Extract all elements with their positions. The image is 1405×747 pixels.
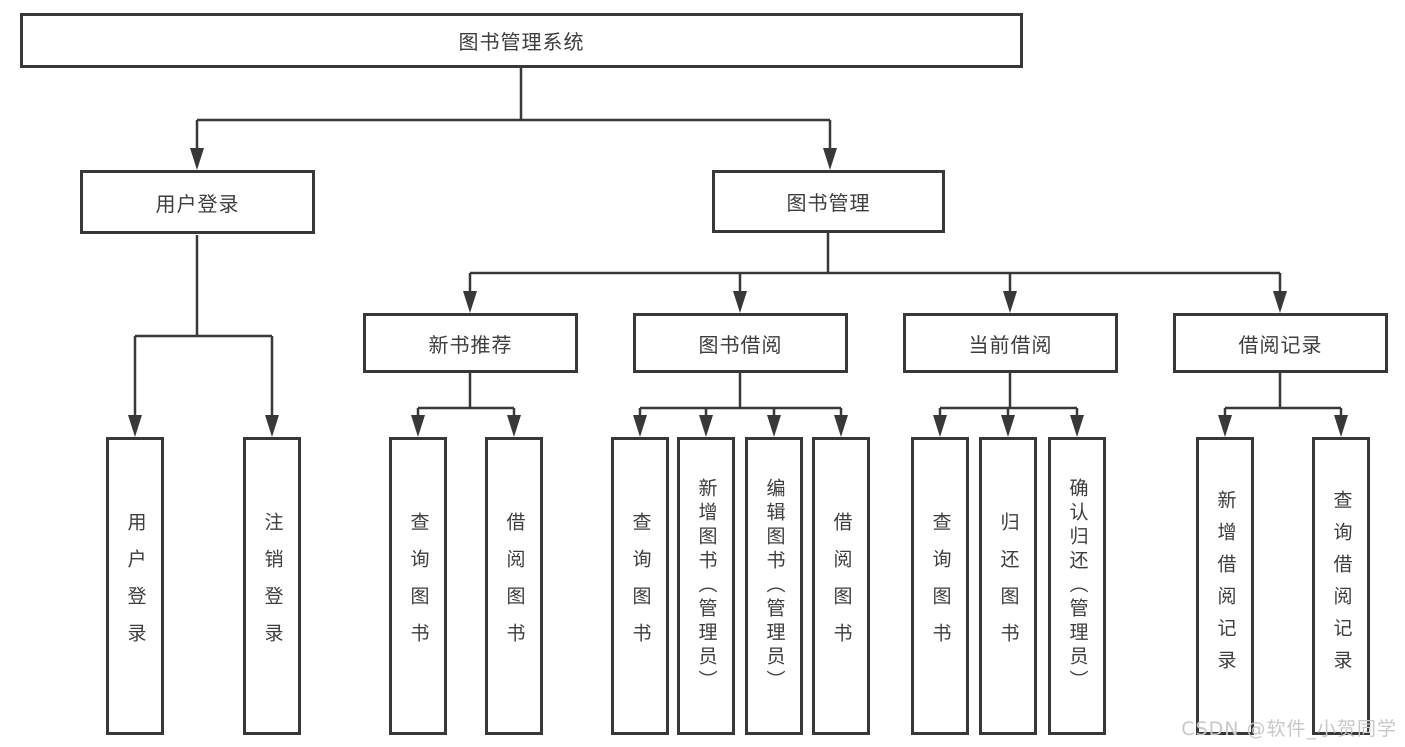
node-new-book-recommend: 新书推荐 — [363, 313, 578, 373]
node-book-borrowing: 图书借阅 — [633, 313, 848, 373]
node-confirm-return-admin: 确认归还（管理员） — [1048, 437, 1106, 735]
arrowheads — [128, 148, 1348, 437]
node-label: 新增借阅记录 — [1214, 490, 1237, 682]
node-label: 借阅图书 — [830, 512, 853, 660]
node-label: 用户登录 — [124, 512, 147, 660]
node-borrow-books-borrowing: 借阅图书 — [812, 437, 870, 735]
node-label: 注销登录 — [261, 512, 284, 660]
node-return-books: 归还图书 — [979, 437, 1037, 735]
node-book-management: 图书管理 — [712, 170, 945, 233]
node-borrow-books-recommend: 借阅图书 — [485, 437, 543, 735]
node-add-borrow-record: 新增借阅记录 — [1196, 437, 1254, 735]
node-label: 新增图书（管理员） — [695, 478, 718, 694]
csdn-watermark: CSDN @软件_小贺同学 — [1181, 718, 1397, 740]
node-current-borrowing: 当前借阅 — [903, 313, 1118, 373]
node-label: 图书借阅 — [698, 332, 783, 357]
node-query-books-recommend: 查询图书 — [389, 437, 447, 735]
node-label: 借阅图书 — [503, 512, 526, 660]
node-label: 新书推荐 — [428, 332, 513, 357]
node-user-login-group: 用户登录 — [80, 170, 315, 234]
node-label: 查询图书 — [629, 512, 652, 660]
node-label: 编辑图书（管理员） — [763, 478, 786, 694]
node-borrow-records: 借阅记录 — [1173, 313, 1388, 373]
node-label: 用户登录 — [155, 191, 240, 216]
node-label: 图书管理 — [786, 191, 871, 215]
node-root-system: 图书管理系统 — [20, 13, 1023, 68]
node-label: 确认归还（管理员） — [1066, 478, 1089, 694]
node-query-books-borrowing: 查询图书 — [611, 437, 669, 735]
node-logout: 注销登录 — [243, 437, 301, 735]
node-label: 查询图书 — [929, 512, 952, 660]
node-add-books-admin: 新增图书（管理员） — [677, 437, 735, 735]
node-user-login: 用户登录 — [106, 437, 164, 735]
node-label: 当前借阅 — [968, 332, 1053, 357]
node-root-label: 图书管理系统 — [458, 30, 585, 54]
node-query-borrow-record: 查询借阅记录 — [1312, 437, 1370, 735]
node-label: 查询借阅记录 — [1330, 490, 1353, 682]
node-query-books-current: 查询图书 — [911, 437, 969, 735]
node-label: 查询图书 — [407, 512, 430, 660]
node-label: 归还图书 — [997, 512, 1020, 660]
node-label: 借阅记录 — [1238, 332, 1323, 357]
node-edit-books-admin: 编辑图书（管理员） — [745, 437, 803, 735]
